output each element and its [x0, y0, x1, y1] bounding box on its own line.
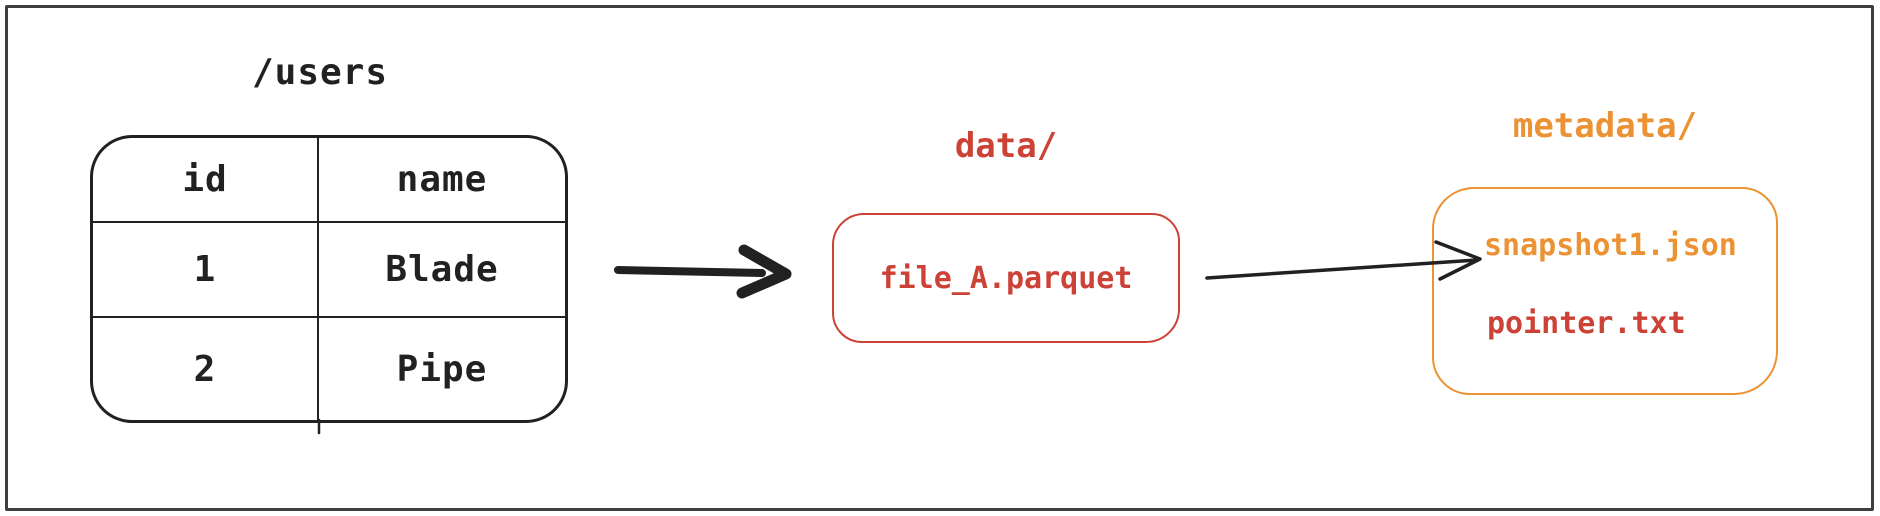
data-file-parquet: file_A.parquet [879, 260, 1133, 296]
users-table-title: /users [251, 52, 389, 93]
arrow-table-to-data [614, 244, 792, 299]
users-table-cell-row2-id: 2 [93, 318, 319, 420]
users-table-col-header-name: name [319, 138, 565, 223]
users-table-cell-row1-id: 1 [93, 223, 319, 318]
users-table-cell-row2-name: Pipe [396, 348, 488, 390]
data-folder-label: data/ [954, 126, 1058, 166]
metadata-file-snapshot: snapshot1.json [1484, 228, 1737, 263]
users-table-col-header-id: id [93, 138, 319, 223]
metadata-folder-label: metadata/ [1512, 106, 1698, 146]
metadata-folder-box: snapshot1.json pointer.txt [1432, 187, 1778, 395]
data-folder-box: file_A.parquet [832, 213, 1180, 343]
users-table: id name 1 Blade 2 Pipe [90, 135, 568, 423]
metadata-file-pointer: pointer.txt [1487, 306, 1686, 341]
users-table-cell-row1-name: Blade [319, 223, 565, 318]
